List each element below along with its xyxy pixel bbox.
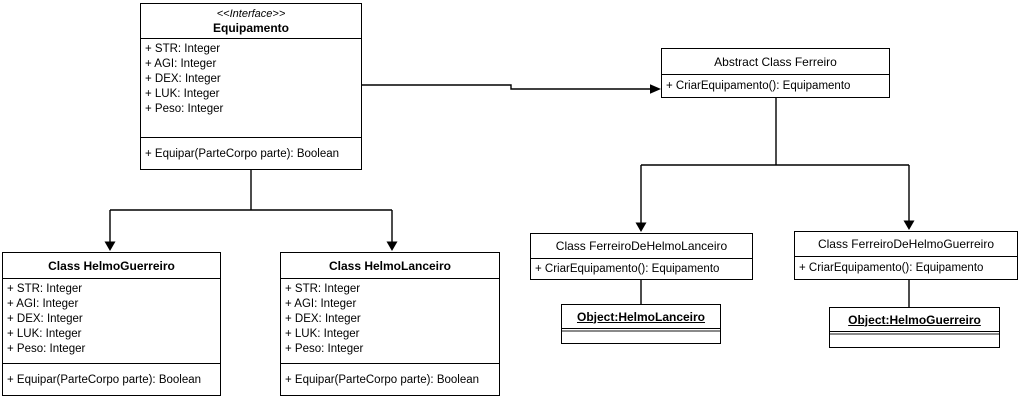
object-name: Object:HelmoLanceiro	[562, 305, 720, 329]
attribute-item: + AGI: Integer	[7, 298, 79, 310]
class-name: Class FerreiroDeHelmoGuerreiro	[817, 237, 995, 251]
method-item: + CriarEquipamento(): Equipamento	[535, 263, 720, 275]
attribute-item: + LUK: Integer	[285, 328, 360, 340]
arrowhead-down-icon	[903, 220, 915, 230]
attribute-item: + Peso: Integer	[145, 103, 224, 115]
class-name: Equipamento	[212, 20, 289, 35]
class-name: Class HelmoGuerreiro	[48, 258, 175, 273]
method-item: + Equipar(ParteCorpo parte): Boolean	[3, 363, 220, 395]
arrowhead-down-icon	[386, 241, 398, 251]
arrowhead-down-icon	[635, 222, 647, 232]
compartment-divider	[830, 333, 999, 335]
class-box-helmo-lanceiro: Class HelmoLanceiro + STR: Integer + AGI…	[280, 252, 500, 396]
object-box-helmo-guerreiro: Object:HelmoGuerreiro	[829, 307, 1000, 348]
attributes-compartment: + STR: Integer + AGI: Integer + DEX: Int…	[3, 279, 220, 363]
connector-ferreiro-subclasses	[635, 98, 915, 232]
attribute-item: + Peso: Integer	[285, 343, 364, 355]
class-box-ferreiro-de-helmo-guerreiro: Class FerreiroDeHelmoGuerreiro + CriarEq…	[794, 231, 1018, 280]
method-item: + Equipar(ParteCorpo parte): Boolean	[141, 137, 361, 169]
attributes-compartment: + STR: Integer + AGI: Integer + DEX: Int…	[141, 39, 361, 137]
class-header: Class HelmoLanceiro	[281, 253, 499, 279]
method-item: + CriarEquipamento(): Equipamento	[799, 262, 984, 274]
stereotype-label: <<Interface>>	[216, 7, 286, 20]
attribute-item: + STR: Integer	[145, 43, 221, 55]
class-box-equipamento: <<Interface>> Equipamento + STR: Integer…	[140, 3, 362, 170]
class-name: Abstract Class Ferreiro	[714, 54, 837, 69]
class-header: Abstract Class Ferreiro	[662, 49, 889, 75]
class-header: Class FerreiroDeHelmoLanceiro	[531, 234, 752, 259]
attribute-item: + STR: Integer	[7, 283, 83, 295]
attribute-item: + LUK: Integer	[7, 328, 82, 340]
class-box-helmo-guerreiro: Class HelmoGuerreiro + STR: Integer + AG…	[2, 252, 221, 396]
arrowhead-down-icon	[104, 241, 116, 251]
empty-compartment	[562, 332, 720, 343]
class-name: Class FerreiroDeHelmoLanceiro	[555, 239, 728, 253]
method-item: + Equipar(ParteCorpo parte): Boolean	[281, 363, 499, 395]
connector-equipamento-ferreiro	[362, 84, 661, 94]
attribute-item: + DEX: Integer	[145, 73, 221, 85]
class-header: Class FerreiroDeHelmoGuerreiro	[795, 232, 1017, 257]
attribute-item: + LUK: Integer	[145, 88, 220, 100]
class-header: <<Interface>> Equipamento	[141, 4, 361, 39]
attribute-item: + STR: Integer	[285, 283, 361, 295]
connector-equipamento-subclasses	[104, 170, 398, 251]
compartment-divider	[562, 330, 720, 332]
object-box-helmo-lanceiro: Object:HelmoLanceiro	[561, 304, 721, 344]
attribute-item: + AGI: Integer	[285, 298, 357, 310]
method-item: + CriarEquipamento(): Equipamento	[666, 80, 851, 92]
attributes-compartment: + STR: Integer + AGI: Integer + DEX: Int…	[281, 279, 499, 363]
attribute-item: + DEX: Integer	[7, 313, 83, 325]
class-box-ferreiro: Abstract Class Ferreiro + CriarEquipamen…	[661, 48, 890, 98]
empty-compartment	[830, 335, 999, 347]
class-box-ferreiro-de-helmo-lanceiro: Class FerreiroDeHelmoLanceiro + CriarEqu…	[530, 233, 753, 280]
object-name: Object:HelmoGuerreiro	[830, 308, 999, 332]
attribute-item: + AGI: Integer	[145, 58, 217, 70]
attribute-item: + Peso: Integer	[7, 343, 86, 355]
class-name: Class HelmoLanceiro	[328, 258, 452, 273]
class-header: Class HelmoGuerreiro	[3, 253, 220, 279]
attribute-item: + DEX: Integer	[285, 313, 361, 325]
arrowhead-right-icon	[650, 84, 661, 94]
